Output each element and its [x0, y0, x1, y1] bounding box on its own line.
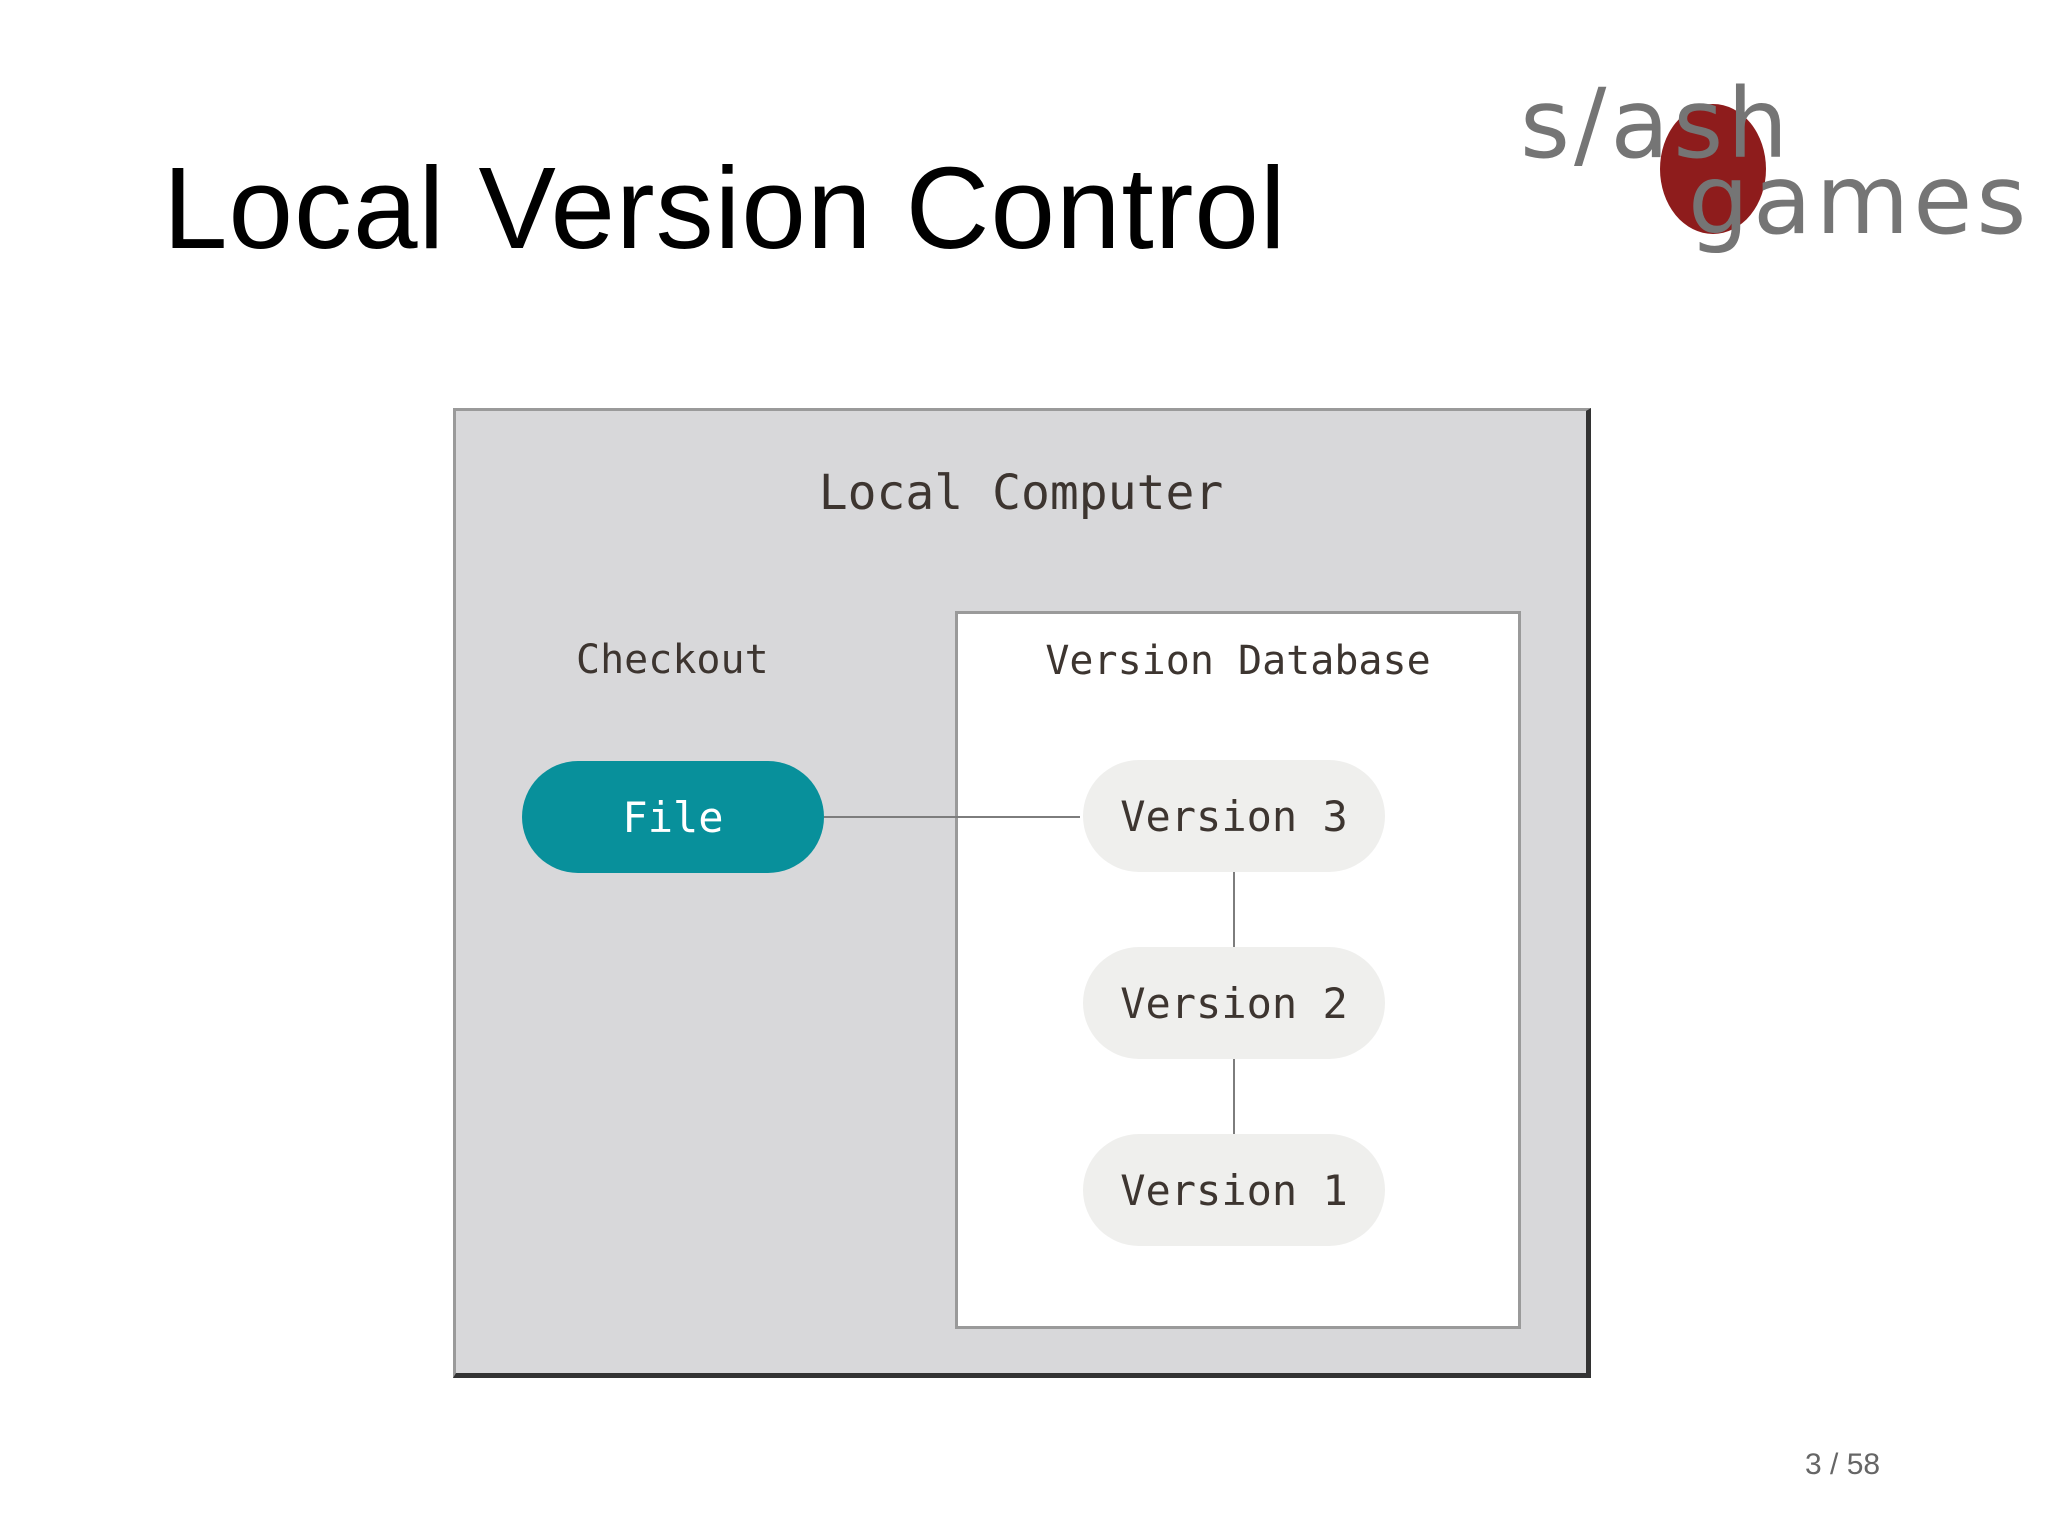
logo-red-circle — [1660, 104, 1766, 234]
version-database-box: Version Database Version 3 Version 2 Ver… — [955, 611, 1521, 1329]
version-node: Version 3 — [1083, 760, 1385, 872]
local-computer-label: Local Computer — [818, 465, 1224, 521]
file-node: File — [522, 761, 824, 873]
local-computer-box: Local Computer Checkout File Version Dat… — [453, 408, 1591, 1378]
connector-file-v3 — [824, 816, 1080, 818]
page-number: 3 / 58 — [1805, 1448, 1881, 1481]
logo-bottom-word: games — [1688, 144, 2031, 256]
slash-games-logo: s/ash games — [1520, 68, 2040, 256]
checkout-label: Checkout — [576, 637, 769, 683]
version-node: Version 1 — [1083, 1134, 1385, 1246]
connector-v3-v2 — [1233, 872, 1235, 947]
slide-title: Local Version Control — [163, 143, 1287, 273]
version-node: Version 2 — [1083, 947, 1385, 1059]
connector-v2-v1 — [1233, 1059, 1235, 1134]
version-database-label: Version Database — [1045, 638, 1431, 684]
logo-top-word: s/ash — [1520, 68, 1793, 180]
